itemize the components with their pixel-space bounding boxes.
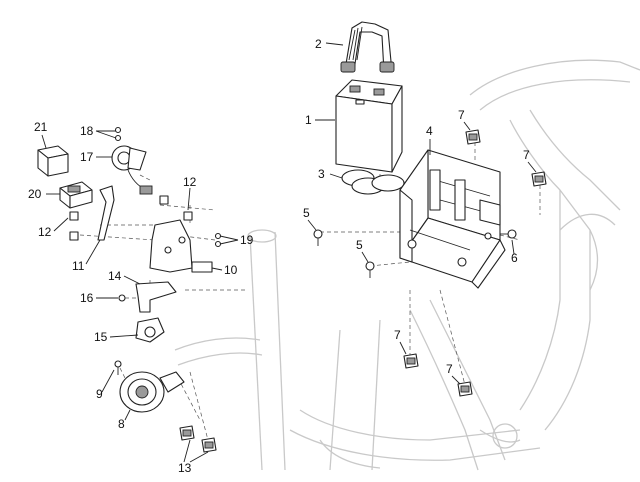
callout-5-upper: 5 [303,206,310,220]
callout-20: 20 [28,187,42,201]
bolts-12 [69,195,193,241]
callout-4: 4 [426,124,433,138]
clips-7 [403,129,547,397]
callout-11: 11 [72,259,85,273]
relay-20 [59,181,93,209]
callout-8: 8 [118,417,125,431]
callout-7-right: 7 [523,148,530,162]
bracket-11 [97,185,115,241]
buzzer-17 [111,145,153,195]
callout-18: 18 [80,124,94,138]
nuts-19 [214,232,222,248]
relay-21 [37,145,69,177]
callout-17: 17 [80,150,94,164]
callout-12-right: 12 [183,175,197,189]
callout-19: 19 [240,233,254,247]
frame-outline [174,59,640,471]
callout-16: 16 [80,291,94,305]
callout-2: 2 [315,37,322,51]
battery-pads [341,169,405,195]
bracket-10 [149,219,213,273]
screw-16 [118,294,126,302]
callout-labels: 2 1 3 4 5 5 6 7 7 7 7 8 9 10 11 12 12 13… [28,37,530,475]
callout-7-middle: 7 [394,328,401,342]
screw-9 [114,360,122,375]
screw-6 [500,229,517,239]
callout-7-top: 7 [458,108,465,122]
callout-14: 14 [108,269,122,283]
callout-7-bottom: 7 [446,362,453,376]
callout-21: 21 [34,120,48,134]
callout-10: 10 [224,263,238,277]
callout-1: 1 [305,113,312,127]
horn-8 [119,371,185,413]
callout-5-lower: 5 [356,238,363,252]
callout-13: 13 [178,461,192,475]
battery [335,79,403,173]
sensor-15 [135,317,165,343]
battery-strap [340,21,395,73]
leader-lines [41,42,537,463]
battery-box [399,149,506,289]
callout-12-left: 12 [38,225,52,239]
assembly-guides [79,125,541,441]
bolts-18 [114,126,122,142]
callout-6: 6 [511,251,518,265]
callout-15: 15 [94,330,108,344]
bracket-14 [135,281,177,313]
clips-13 [179,425,217,453]
screws-5 [313,229,375,278]
callout-3: 3 [318,167,325,181]
callout-9: 9 [96,387,103,401]
